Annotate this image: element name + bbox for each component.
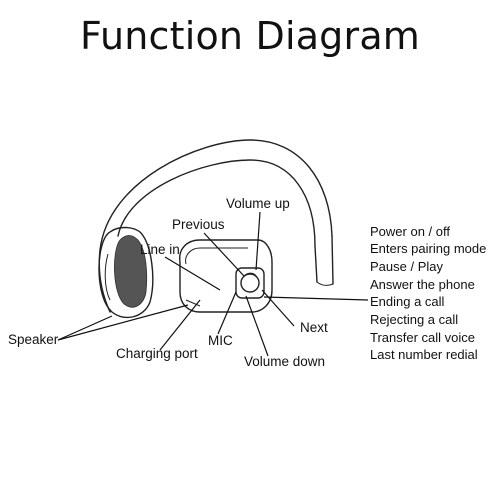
label-previous: Previous (172, 217, 225, 232)
headband-slider (314, 235, 334, 285)
function-item: Power on / off (370, 224, 450, 239)
multifunction-button (240, 273, 260, 293)
control-button-frame (235, 267, 265, 299)
label-volume-up: Volume up (226, 196, 290, 211)
function-item: Pause / Play (370, 259, 443, 274)
function-item: Transfer call voice (370, 330, 475, 345)
function-list: Power on / off Enters pairing mode Pause… (370, 224, 486, 362)
headband-inner (117, 159, 316, 247)
label-mic: MIC (208, 333, 233, 348)
right-earcup-housing (179, 239, 273, 313)
left-earcup (98, 226, 154, 319)
function-item: Rejecting a call (370, 312, 458, 327)
function-item: Answer the phone (370, 277, 475, 292)
label-next: Next (300, 320, 328, 335)
label-line-in: Line in (140, 242, 180, 257)
label-charging-port: Charging port (116, 346, 198, 361)
label-speaker: Speaker (8, 332, 59, 347)
headband-outer (99, 139, 333, 251)
function-item: Enters pairing mode (370, 241, 486, 256)
diagram-title: Function Diagram (79, 14, 421, 58)
speaker-grille (114, 235, 148, 308)
function-item: Last number redial (370, 347, 478, 362)
function-item: Ending a call (370, 294, 445, 309)
label-volume-down: Volume down (244, 354, 325, 369)
